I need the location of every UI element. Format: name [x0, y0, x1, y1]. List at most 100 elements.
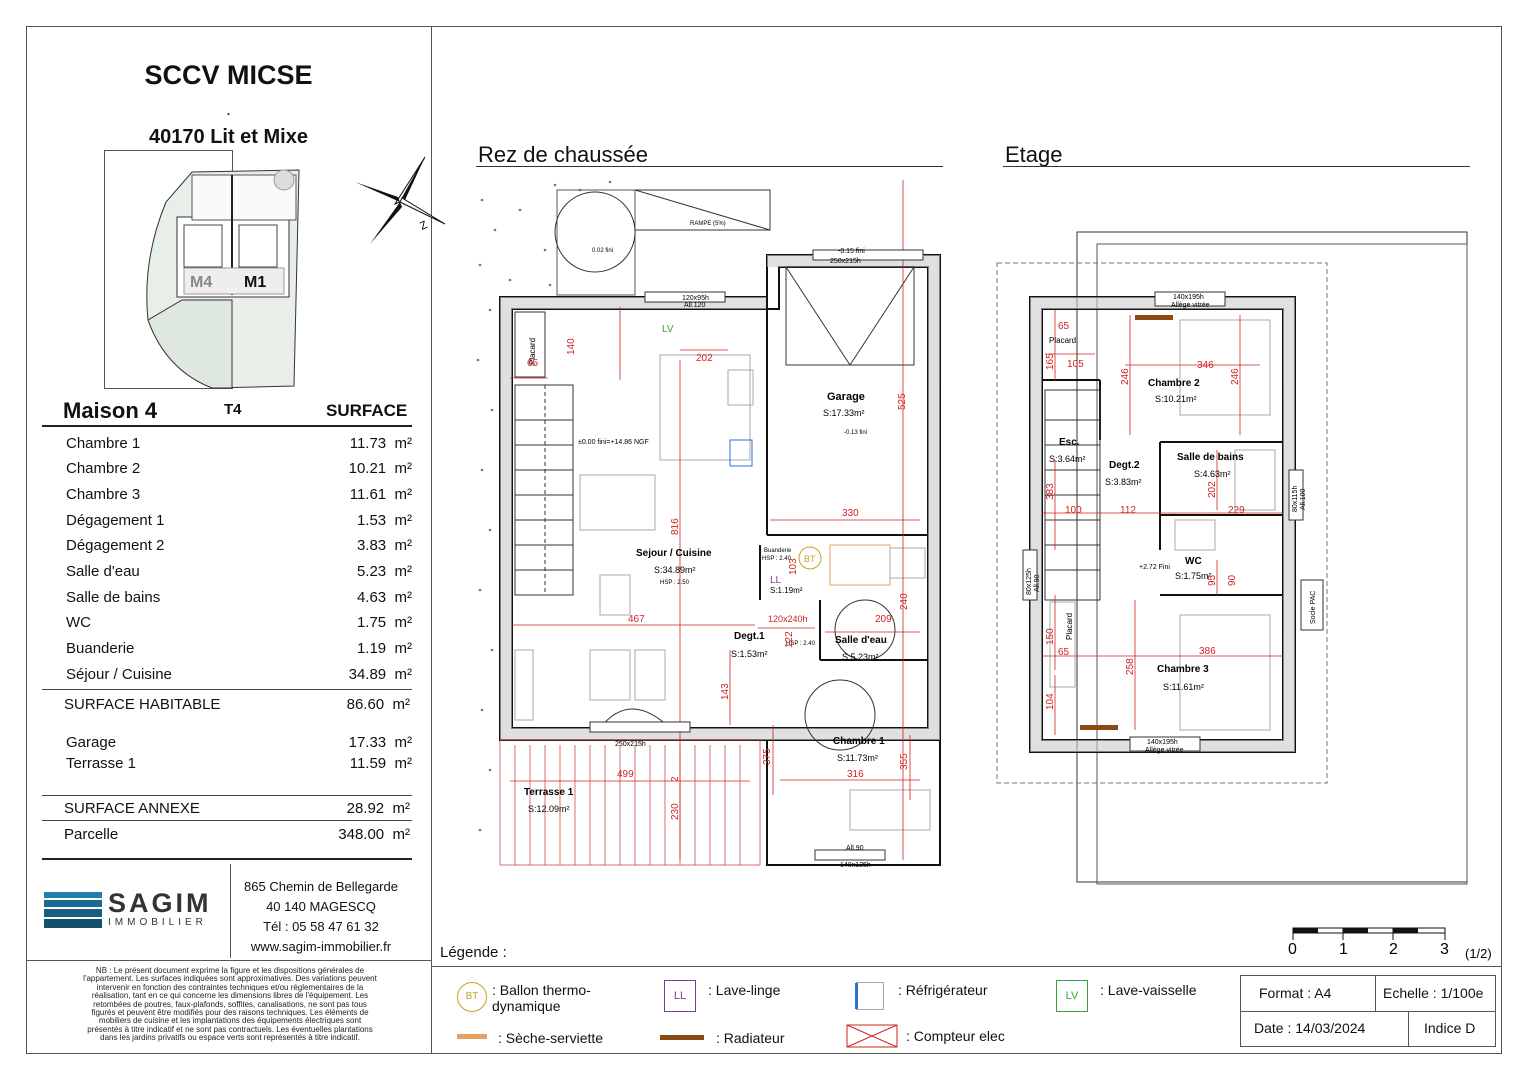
site-plan: M4 M1	[104, 150, 300, 389]
room-terrasse: Terrasse 1	[524, 787, 574, 798]
svg-text:375: 375	[762, 748, 773, 765]
svg-text:230: 230	[670, 803, 681, 820]
svg-text:LL: LL	[770, 575, 782, 586]
svg-text:S:5.23m²: S:5.23m²	[842, 652, 879, 662]
ground-floor-plan: RAMPE (5%) 0.02 fini Placard	[476, 180, 941, 869]
location-title: 40170 Lit et Mixe	[149, 126, 308, 148]
agency-logo: SAGIM IMMOBILIER	[30, 880, 230, 942]
page-frame	[26, 26, 1502, 1054]
surface-header: SURFACE	[326, 401, 408, 420]
room-degt1: Degt.1	[734, 631, 765, 642]
svg-text:386: 386	[1199, 646, 1216, 657]
ramp-label: RAMPE (5%)	[690, 221, 726, 227]
svg-text:229: 229	[1228, 505, 1245, 516]
room-chambre1: Chambre 1	[833, 736, 885, 747]
svg-text:2: 2	[670, 776, 681, 782]
logo-sub: IMMOBILIER	[108, 917, 207, 928]
svg-text:S:1.19m²: S:1.19m²	[770, 586, 803, 595]
svg-text:Allège vitrée: Allège vitrée	[1145, 747, 1184, 754]
house-type: T4	[224, 401, 242, 418]
svg-text:HSP : 2.40: HSP : 2.40	[786, 641, 816, 647]
agency-web[interactable]: www.sagim-immobilier.fr	[250, 939, 392, 954]
lot-m1-label: M1	[244, 274, 266, 291]
room-chambre3: Chambre 3	[1157, 664, 1209, 675]
agency-phone: Tél : 05 58 47 61 32	[263, 919, 379, 934]
svg-text:80x125h: 80x125h	[1026, 568, 1033, 595]
svg-text:BT: BT	[804, 554, 816, 564]
legend-item-towel: : Sèche-serviette	[498, 1030, 604, 1046]
svg-text:Z: Z	[418, 219, 429, 233]
company-title: SCCV MICSE	[144, 60, 313, 90]
svg-text:140x195h: 140x195h	[1173, 294, 1204, 301]
agency-contact: 865 Chemin de Bellegarde 40 140 MAGESCQ …	[232, 877, 410, 957]
svg-text:316: 316	[847, 769, 864, 780]
svg-text:Buanderie: Buanderie	[764, 548, 792, 554]
svg-text:S:11.61m²: S:11.61m²	[1163, 682, 1204, 692]
bt-legend-icon: BT	[457, 982, 487, 1012]
room-garage: Garage	[827, 391, 865, 403]
svg-text:246: 246	[1230, 368, 1241, 385]
radiator-legend-icon	[660, 1035, 704, 1040]
index-label: Indice D	[1424, 1020, 1476, 1036]
svg-text:0.02 fini: 0.02 fini	[592, 248, 613, 254]
ll-legend-icon: LL	[664, 980, 696, 1012]
legend-item-lv: : Lave-vaisselle	[1100, 982, 1197, 998]
svg-text:All.100: All.100	[1300, 488, 1307, 510]
svg-text:103: 103	[788, 558, 799, 575]
svg-text:(1/2): (1/2)	[1465, 946, 1492, 961]
svg-text:Placard: Placard	[1065, 613, 1074, 640]
svg-text:3: 3	[1440, 941, 1449, 958]
svg-text:65: 65	[1058, 647, 1070, 658]
svg-text:Allège vitrée: Allège vitrée	[1171, 302, 1210, 309]
svg-text:346: 346	[1197, 360, 1214, 371]
svg-text:-0.13 fini: -0.13 fini	[844, 430, 867, 436]
svg-text:246: 246	[1120, 368, 1131, 385]
fridge-legend-icon	[855, 982, 884, 1010]
title-dot: .	[226, 104, 231, 118]
lot-m4-label: M4	[190, 274, 212, 291]
north-arrow-icon: Z	[355, 156, 446, 244]
logo-name: SAGIM	[108, 888, 212, 918]
room-wc: WC	[1185, 556, 1202, 567]
svg-text:202: 202	[696, 353, 713, 364]
svg-text:100: 100	[1065, 505, 1082, 516]
legend-item-fridge: : Réfrigérateur	[898, 982, 988, 998]
panel-divider	[431, 26, 432, 1054]
scale-bar: 0 1 2 3 (1/2)	[1288, 927, 1492, 961]
svg-text:240: 240	[899, 593, 910, 610]
upper-floor-plan: Chambre 2 S:10.21m² Salle de bains S:4.6…	[996, 231, 1468, 885]
svg-text:140x125h: 140x125h	[840, 862, 871, 869]
svg-text:140: 140	[566, 338, 577, 355]
svg-text:258: 258	[1125, 658, 1136, 675]
svg-text:250x215h: 250x215h	[615, 741, 646, 748]
towel-dryer-legend-icon	[457, 1034, 487, 1039]
svg-text:±0.00 fini=+14.86 NGF: ±0.00 fini=+14.86 NGF	[578, 439, 649, 446]
svg-text:S:17.33m²: S:17.33m²	[823, 408, 865, 418]
svg-text:S:10.21m²: S:10.21m²	[1155, 394, 1197, 404]
svg-text:0: 0	[1288, 941, 1297, 958]
svg-text:202: 202	[1207, 481, 1218, 498]
svg-text:S:11.73m²: S:11.73m²	[837, 753, 878, 763]
svg-text:467: 467	[628, 614, 645, 625]
svg-text:Socle PAC: Socle PAC	[1310, 591, 1317, 624]
svg-text:All.90: All.90	[1034, 574, 1041, 592]
svg-text:816: 816	[670, 518, 681, 535]
legend-item-bt: : Ballon thermo-dynamique	[492, 982, 591, 1014]
legend-item-ll: : Lave-linge	[708, 982, 781, 998]
svg-text:120x95h: 120x95h	[682, 295, 709, 302]
svg-text:499: 499	[617, 769, 634, 780]
svg-text:150: 150	[1045, 628, 1056, 645]
svg-text:Placard: Placard	[528, 338, 537, 365]
svg-text:122: 122	[784, 631, 795, 648]
